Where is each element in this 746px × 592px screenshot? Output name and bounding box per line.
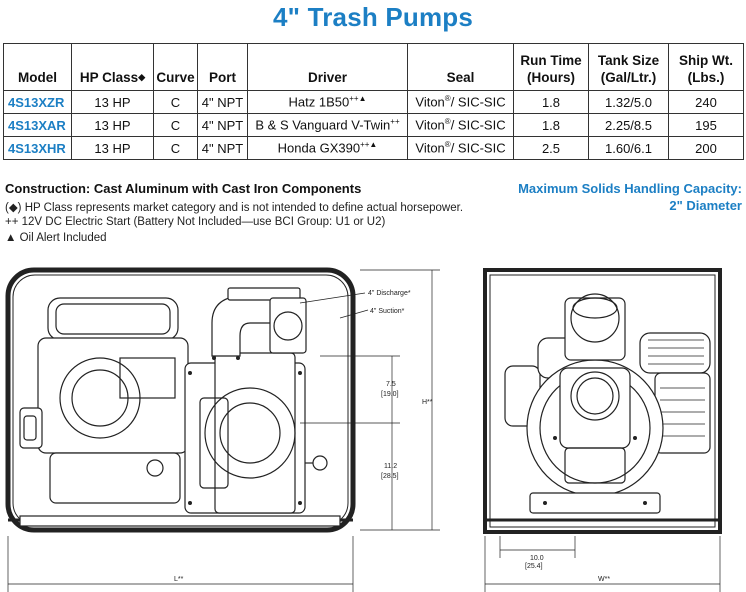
construction-note: Construction: Cast Aluminum with Cast Ir…	[5, 181, 362, 196]
cell-model: 4S13XZR	[3, 90, 72, 114]
front-dimensions	[484, 536, 721, 592]
cell-seal: Viton®/ SIC-SIC	[407, 136, 514, 160]
cell-model: 4S13XHR	[3, 136, 72, 160]
specs-table: Model HP Class◆ Curve Port Driver Seal R…	[3, 43, 744, 160]
suction-label: 4" Suction*	[370, 308, 405, 315]
pump-drawing: 4" Discharge* 4" Suction* 7.5 [19.0] 11.…	[5, 267, 722, 592]
table-row: 4S13XHR 13 HP C 4" NPT Honda GX390++▲ Vi…	[3, 136, 744, 160]
cell-tank: 2.25/8.5	[588, 113, 669, 137]
col-seal: Seal	[407, 43, 514, 91]
cell-curve: C	[153, 113, 198, 137]
col-port: Port	[197, 43, 248, 91]
oil-alert-note: ▲ Oil Alert Included	[5, 232, 107, 244]
cell-run-time: 1.8	[513, 90, 589, 114]
dim-upper: 7.5	[386, 381, 396, 388]
cell-curve: C	[153, 136, 198, 160]
cell-ship: 240	[668, 90, 744, 114]
dim-lower-mm: [28.5]	[381, 473, 399, 480]
cell-tank: 1.60/6.1	[588, 136, 669, 160]
cell-seal: Viton®/ SIC-SIC	[407, 113, 514, 137]
side-view	[5, 267, 356, 533]
cell-port: 4" NPT	[197, 90, 248, 114]
table-row: 4S13XZR 13 HP C 4" NPT Hatz 1B50++▲ Vito…	[3, 90, 744, 114]
cell-seal: Viton®/ SIC-SIC	[407, 90, 514, 114]
dim-lower: 11.2	[384, 463, 397, 470]
width-dim: 10.0	[530, 555, 544, 562]
col-curve: Curve	[153, 43, 198, 91]
cell-hp: 13 HP	[71, 90, 154, 114]
width-dim-mm: [25.4]	[525, 563, 543, 570]
cell-ship: 200	[668, 136, 744, 160]
cell-run-time: 1.8	[513, 113, 589, 137]
col-model: Model	[3, 43, 72, 91]
width-label: W**	[598, 576, 610, 583]
side-dimensions	[7, 269, 440, 592]
cell-port: 4" NPT	[197, 113, 248, 137]
max-solids-capacity: Maximum Solids Handling Capacity: 2" Dia…	[518, 181, 742, 213]
cell-model: 4S13XAR	[3, 113, 72, 137]
cell-driver: Hatz 1B50++▲	[247, 90, 408, 114]
table-header-row: Model HP Class◆ Curve Port Driver Seal R…	[3, 43, 744, 91]
hp-class-note: (◆) HP Class represents market category …	[5, 202, 464, 214]
diamond-icon: ◆	[138, 72, 146, 82]
cell-ship: 195	[668, 113, 744, 137]
cell-hp: 13 HP	[71, 113, 154, 137]
col-driver: Driver	[247, 43, 408, 91]
cell-tank: 1.32/5.0	[588, 90, 669, 114]
cell-run-time: 2.5	[513, 136, 589, 160]
height-label: H**	[422, 399, 433, 406]
page-title: 4" Trash Pumps	[272, 2, 474, 32]
cell-driver: B & S Vanguard V-Twin++	[247, 113, 408, 137]
col-ship-wt: Ship Wt.(Lbs.)	[668, 43, 744, 91]
col-hp-class: HP Class◆	[71, 43, 154, 91]
table-row: 4S13XAR 13 HP C 4" NPT B & S Vanguard V-…	[3, 113, 744, 137]
discharge-label: 4" Discharge*	[368, 290, 411, 297]
col-run-time: Run Time(Hours)	[513, 43, 589, 91]
cell-hp: 13 HP	[71, 136, 154, 160]
cell-curve: C	[153, 90, 198, 114]
dim-upper-mm: [19.0]	[381, 391, 399, 398]
col-tank-size: Tank Size(Gal/Ltr.)	[588, 43, 669, 91]
cell-driver: Honda GX390++▲	[247, 136, 408, 160]
electric-start-note: ++ 12V DC Electric Start (Battery Not In…	[5, 216, 386, 228]
cell-port: 4" NPT	[197, 136, 248, 160]
front-view	[483, 268, 722, 534]
length-label: L**	[174, 576, 184, 583]
